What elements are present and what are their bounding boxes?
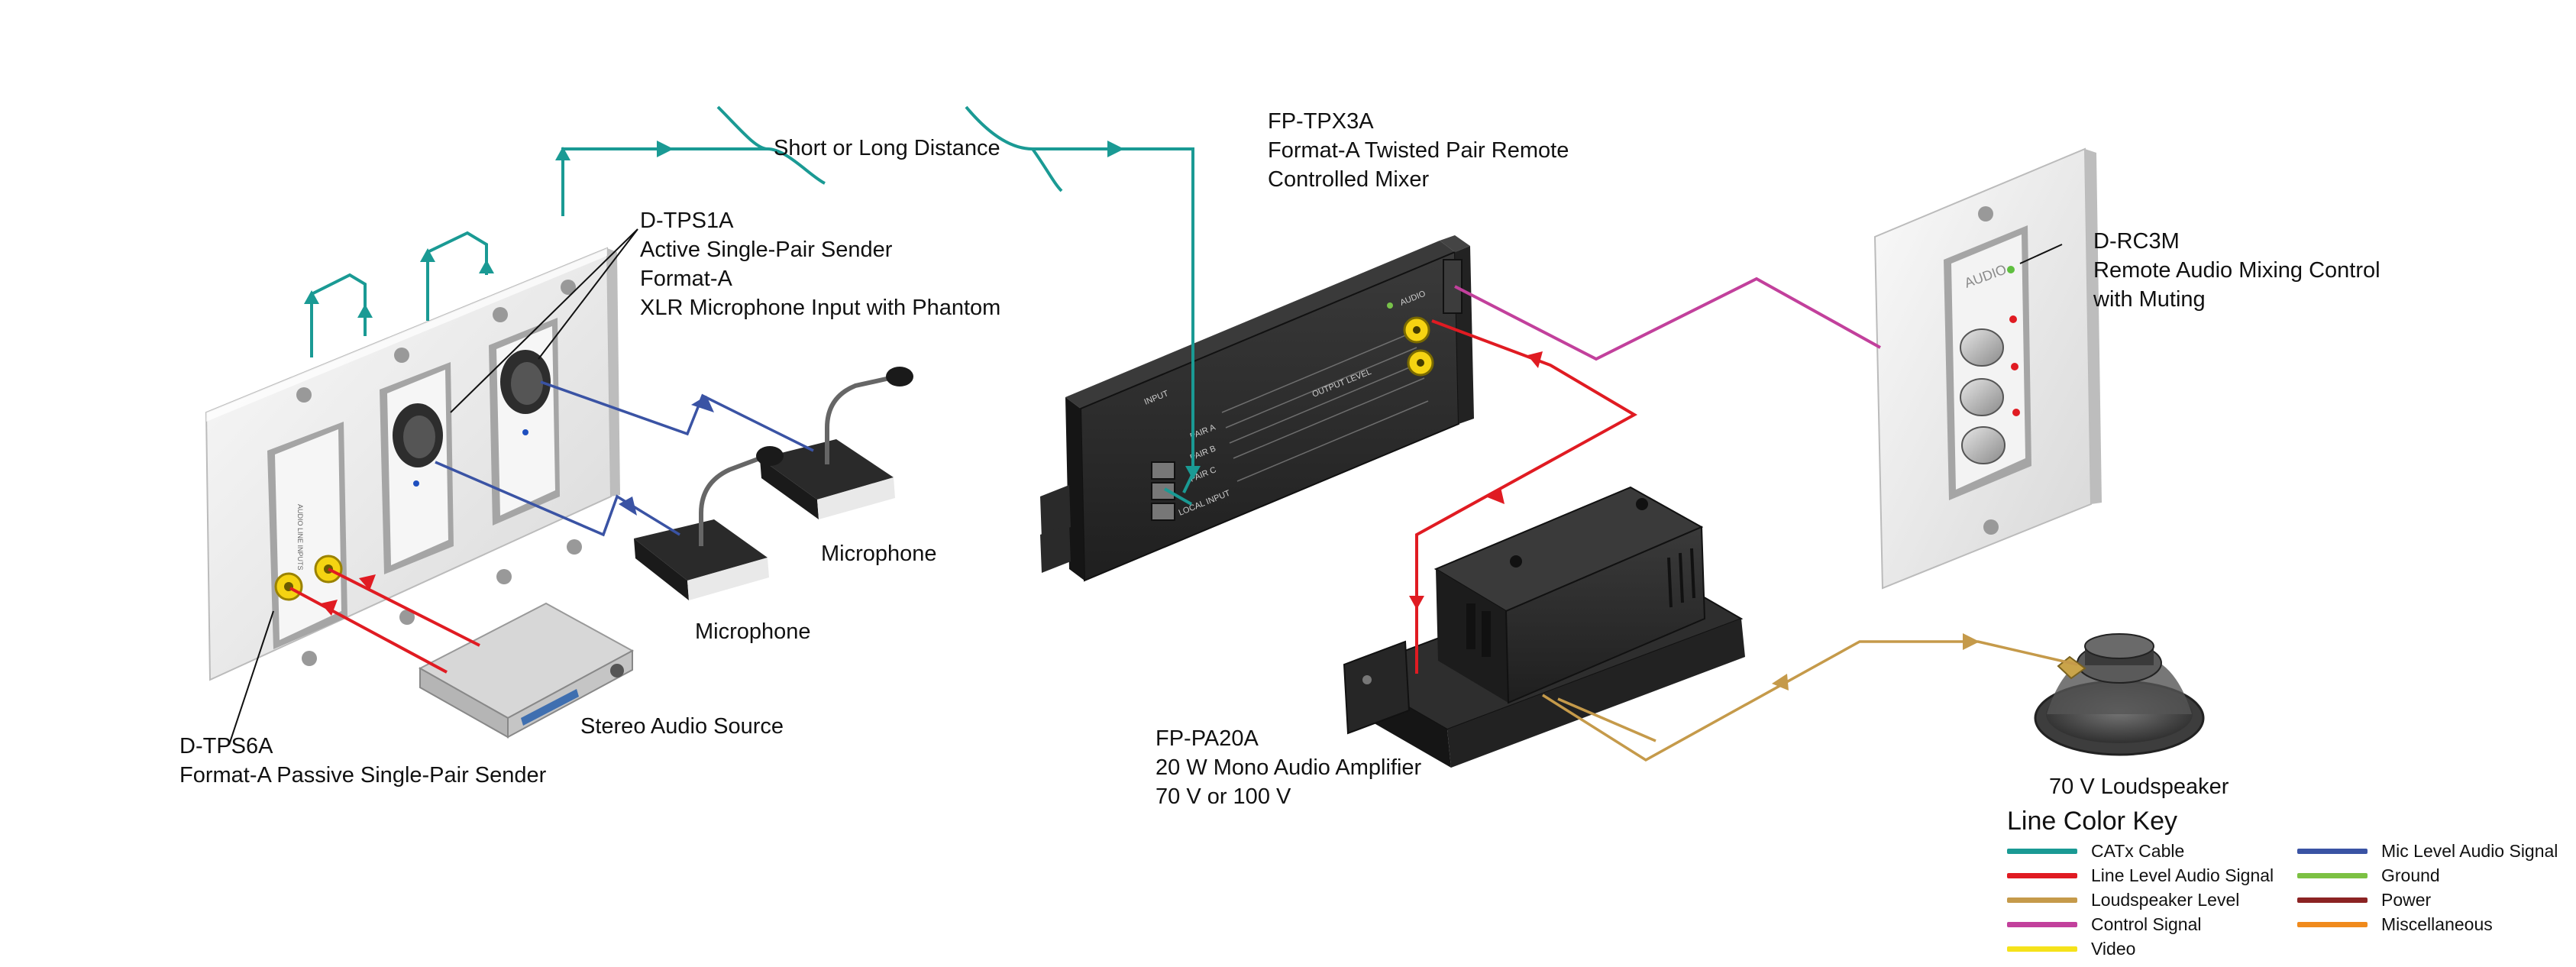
speaker-arrows [1772,633,1980,690]
key-swatch-catx [2007,849,2077,854]
key-item-control: Control Signal [2007,914,2201,935]
microphone-2-device [634,446,784,600]
key-swatch-misc [2297,922,2368,927]
stereo-source-label: Stereo Audio Source [580,714,784,739]
key-item-ground: Ground [2297,865,2440,886]
key-swatch-video [2007,946,2077,952]
rc3m-label: D-RC3M Remote Audio Mixing Control with … [2093,227,2380,314]
callout-lines [228,228,2063,745]
tps1a-line1: Active Single-Pair Sender [640,238,893,262]
tps-wall-plate: AUDIO LINE INPUTS [205,247,620,681]
pa20a-label: FP-PA20A 20 W Mono Audio Amplifier 70 V … [1155,724,1421,811]
rc3m-line1: Remote Audio Mixing Control [2093,258,2380,283]
key-swatch-power [2297,897,2368,903]
mic-lines [435,380,814,537]
key-item-power: Power [2297,889,2431,910]
key-swatch-ground [2297,873,2368,878]
tps1a-line3: XLR Microphone Input with Phantom [640,296,1001,320]
key-title: Line Color Key [2007,807,2178,836]
key-item-loudspeaker: Loudspeaker Level [2007,889,2239,910]
mic-arrows [619,396,714,516]
tps1a-insert-2 [489,318,560,526]
tps6a-label: D-TPS6A Format-A Passive Single-Pair Sen… [179,732,546,790]
key-swatch-loudspeaker [2007,897,2077,903]
control-line [1454,277,1881,361]
tpx3a-model: FP-TPX3A [1268,109,1374,134]
rc3m-line2: with Muting [2093,287,2206,312]
key-swatch-control [2007,922,2077,927]
tps6a-insert: AUDIO LINE INPUTS [267,422,347,649]
pa20a-line2: 70 V or 100 V [1155,784,1291,809]
loudspeaker-device [2034,633,2205,756]
tps1a-insert-1 [380,362,454,574]
catx-arrows [304,141,1201,480]
tps6a-line1: Format-A Passive Single-Pair Sender [179,763,547,788]
mic2-label: Microphone [695,619,811,644]
key-item-video: Video [2007,938,2135,959]
svg-text:AUDIO LINE INPUTS: AUDIO LINE INPUTS [296,504,304,571]
line-level-lines [289,319,1638,674]
distance-label: Short or Long Distance [774,136,1000,160]
pa20a-amplifier-device [1343,486,1745,768]
key-item-line-level: Line Level Audio Signal [2007,865,2274,886]
rc3m-wall-plate: AUDIO [1873,147,2102,590]
rc3m-model: D-RC3M [2093,229,2180,254]
pa20a-line1: 20 W Mono Audio Amplifier [1155,755,1422,780]
speaker-lines [1542,640,2078,762]
tpx3a-line2: Controlled Mixer [1268,167,1430,192]
tps1a-line2: Format-A [640,267,732,291]
key-swatch-line-level [2007,873,2077,878]
tps1a-label: D-TPS1A Active Single-Pair Sender Format… [640,206,1000,322]
tps6a-model: D-TPS6A [179,734,273,758]
catx-lines [310,105,1194,506]
line-level-arrows [321,351,1543,616]
tpx3a-mixer-device: OUTPUT LEVEL INPUT PAIR A PAIR B PAIR C … [1040,235,1474,582]
tpx3a-label: FP-TPX3A Format-A Twisted Pair Remote Co… [1268,107,1569,194]
mic1-label: Microphone [821,542,937,566]
key-swatch-mic [2297,849,2368,854]
pa20a-model: FP-PA20A [1155,726,1259,751]
stereo-audio-source-device [418,602,635,739]
key-item-misc: Miscellaneous [2297,914,2493,935]
key-item-catx: CATx Cable [2007,840,2184,862]
loudspeaker-label: 70 V Loudspeaker [2049,775,2229,799]
rc3m-knobs [1960,328,2006,464]
tpx3a-line1: Format-A Twisted Pair Remote [1268,138,1569,163]
key-item-mic: Mic Level Audio Signal [2297,840,2558,862]
microphone-1-device [760,367,913,519]
tps1a-model: D-TPS1A [640,209,734,233]
